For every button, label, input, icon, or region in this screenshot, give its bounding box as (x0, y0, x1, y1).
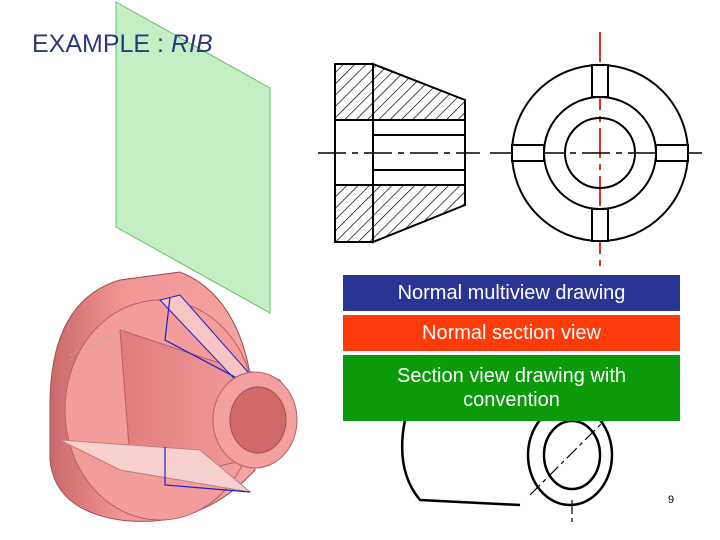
label-convention-line2: convention (463, 389, 560, 411)
sketch-centerline (529, 414, 611, 496)
hatched-base-bottom (334, 184, 374, 243)
cutting-plane (115, 1, 271, 314)
section-outline (334, 62, 466, 244)
sketch-body (400, 419, 521, 507)
rib-top-section-outline (164, 296, 251, 386)
rib-left-view (511, 144, 545, 162)
label-convention-line1: Section view drawing with (397, 365, 626, 387)
rib-right-view (655, 144, 689, 162)
label-section-convention: Section view drawing with convention (343, 355, 680, 421)
inner-circle (564, 117, 636, 189)
label-normal-section: Normal section view (343, 315, 680, 351)
label-normal-multiview: Normal multiview drawing (343, 275, 680, 311)
label-multiview-text: Normal multiview drawing (397, 282, 626, 304)
page-number: 9 (668, 494, 675, 506)
title-italic: RIB (170, 30, 213, 58)
tube-end-inner (229, 386, 287, 454)
title-main: EXAMPLE : (32, 30, 171, 58)
label-section-text: Normal section view (422, 322, 601, 344)
rib-top-view (591, 64, 609, 98)
rib-bottom-view (591, 208, 609, 242)
sketch-hub-inner (542, 419, 602, 491)
rib-bottom-section-outline (164, 447, 251, 493)
slide-title: EXAMPLE : RIB (32, 30, 213, 59)
